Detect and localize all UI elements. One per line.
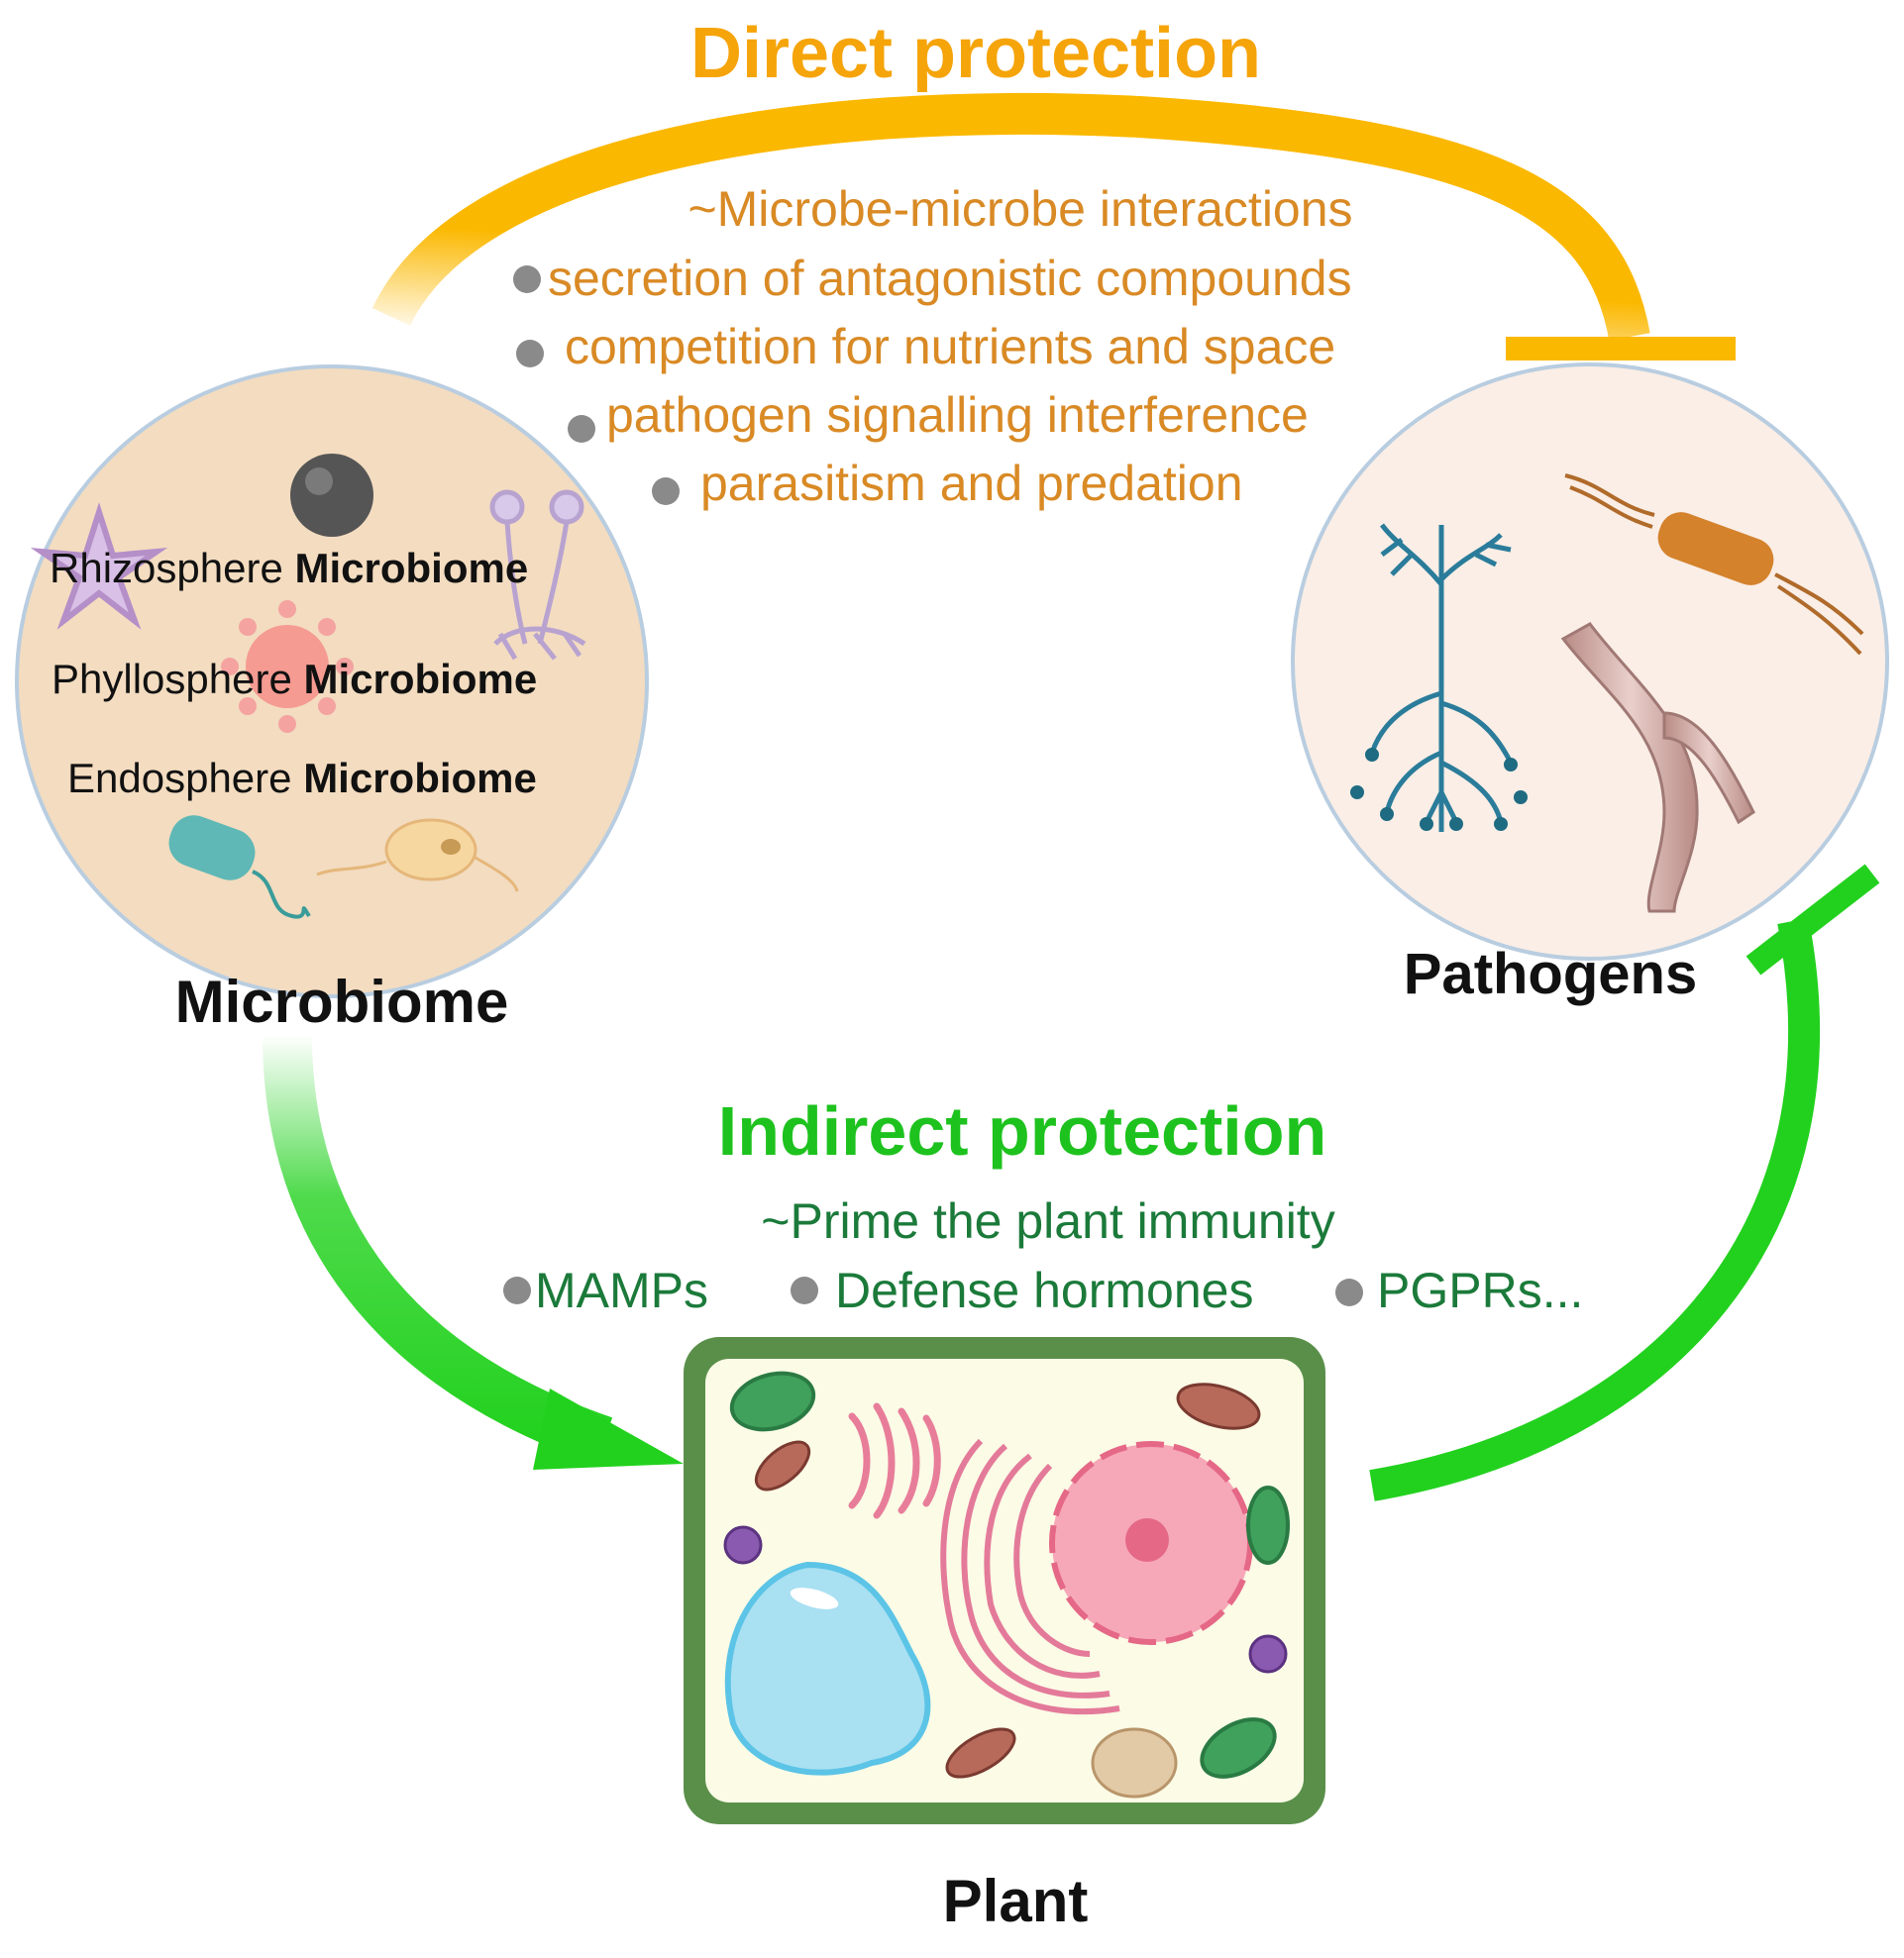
bullet-icon [1335, 1279, 1363, 1306]
rhizosphere-label: Rhizosphere Microbiome [50, 545, 528, 591]
indirect-item-2: Defense hormones [835, 1263, 1253, 1318]
microbiome-circle [15, 364, 649, 998]
bullet-icon [791, 1277, 818, 1304]
bullet-icon [568, 415, 595, 443]
plant-label: Plant [943, 1868, 1089, 1934]
coccus-icon [290, 454, 373, 537]
protist-icon [316, 818, 519, 892]
phyllosphere-label: Phyllosphere Microbiome [52, 656, 537, 702]
direct-item-1: secretion of antagonistic compounds [548, 251, 1352, 306]
direct-protection-arrow [371, 92, 1650, 341]
plant-cell [684, 1337, 1325, 1824]
direct-item-4: parasitism and predation [700, 456, 1243, 511]
indirect-protection-title: Indirect protection [718, 1092, 1326, 1170]
indirect-arrowhead [533, 1389, 684, 1470]
chloroplast [729, 1371, 1290, 1779]
bullet-icon [513, 265, 541, 293]
spore-dots [1350, 748, 1528, 831]
indirect-item-3: PGPRs... [1377, 1263, 1583, 1318]
indirect-arrow-plant-to-pathogens [1369, 917, 1821, 1501]
hyphae-icon [1560, 622, 1755, 913]
flagellated-bacterium-icon [1564, 473, 1864, 656]
star-microbe-icon [30, 502, 168, 630]
indirect-item-1: MAMPs [535, 1263, 708, 1318]
direct-item-3: pathogen signalling interference [606, 387, 1309, 443]
vacuole [724, 1561, 931, 1776]
rod-bacterium-icon [168, 815, 311, 919]
golgi-apparatus [848, 1402, 941, 1519]
endoplasmic-reticulum [940, 1438, 1120, 1715]
fungus-sporangia-icon [489, 489, 586, 661]
direct-protection-title: Direct protection [690, 14, 1261, 93]
bullet-icon [516, 340, 544, 367]
direct-item-2: competition for nutrients and space [565, 319, 1335, 374]
indirect-arrow-microbiome-to-plant [263, 1034, 613, 1465]
amyloplast [1091, 1727, 1178, 1799]
peroxisome [723, 1525, 1288, 1674]
pathogens-label: Pathogens [1404, 942, 1698, 1006]
branching-fungus-icon [1369, 523, 1514, 832]
microbiome-label: Microbiome [175, 969, 509, 1035]
indirect-subtitle: ~Prime the plant immunity [761, 1193, 1334, 1249]
endosphere-label: Endosphere Microbiome [67, 755, 537, 801]
bullet-icon [503, 1277, 531, 1304]
virus-icon [221, 600, 354, 733]
direct-subtitle: ~Microbe-microbe interactions [688, 181, 1352, 237]
mitochondrion [754, 1383, 1261, 1779]
bullet-icon [652, 477, 680, 505]
indirect-inhibition-bar [1745, 864, 1880, 976]
pathogens-circle [1291, 362, 1889, 961]
